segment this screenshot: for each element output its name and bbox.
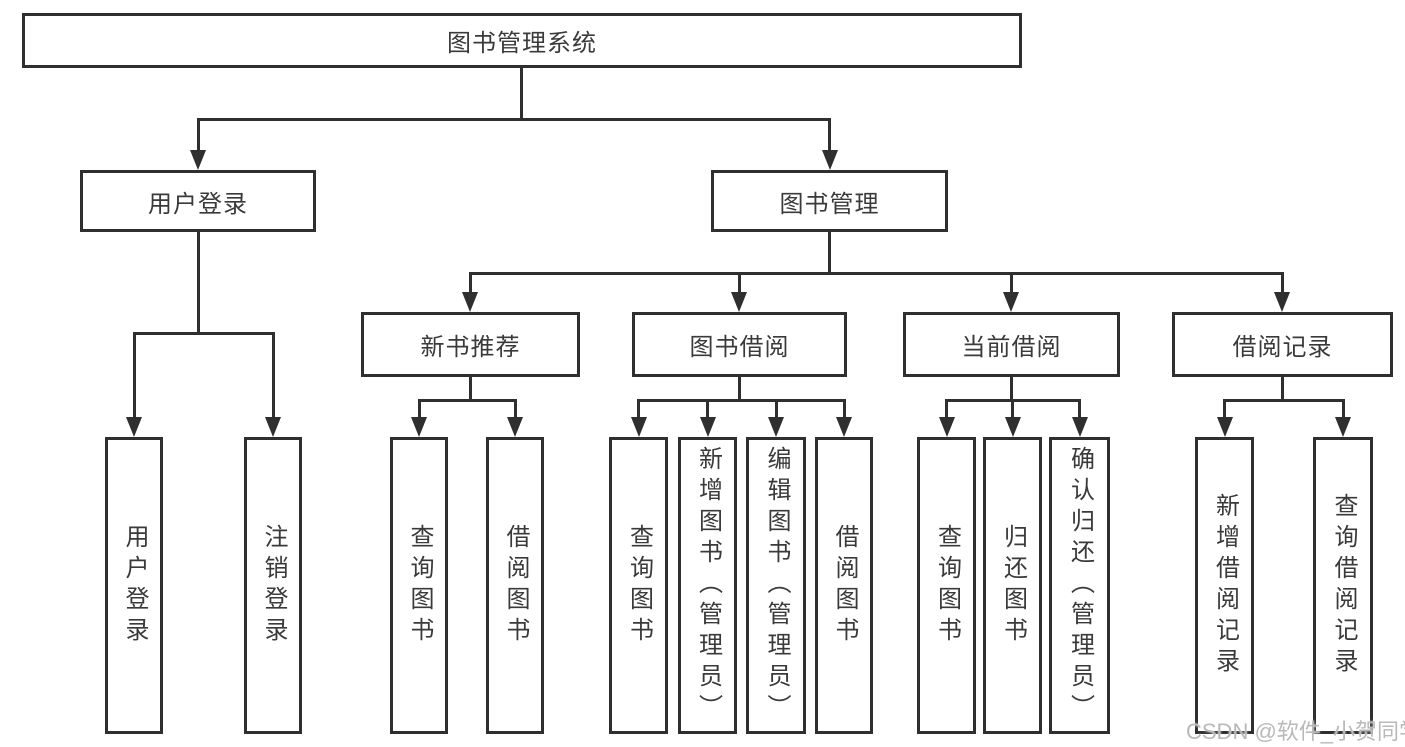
connector-arrow-shaft [843,399,846,419]
node-user-login: 用户登录 [80,170,316,232]
connector-book-borrow-crossbar [637,399,846,402]
leaf-logout-label: 注销登录 [260,523,287,648]
leaf-query-books-2: 查询图书 [609,437,668,734]
arrowhead-down [1335,417,1351,437]
leaf-borrow-books-2: 借阅图书 [815,437,873,734]
connector-user-login-crossbar [133,332,275,335]
csdn-watermark: CSDN @软件_小贺同学 [1186,719,1405,744]
connector-arrow-shaft [706,399,709,419]
arrowhead-down [631,417,647,437]
arrowhead-down [822,150,838,170]
node-book-management: 图书管理 [711,170,948,232]
leaf-confirm-return-admin: 确认归还（管理员） [1049,437,1110,734]
node-borrow-records-label: 借阅记录 [1232,334,1333,361]
connector-level1-crossbar [197,118,831,121]
leaf-return-book-label: 归还图书 [999,523,1027,648]
connector-arrow-shaft [945,399,948,419]
leaf-edit-book-admin-label: 编辑图书（管理员） [763,446,790,725]
arrowhead-down [1217,417,1233,437]
leaf-add-book-admin: 新增图书（管理员） [678,437,737,734]
connector-arrow-shaft [738,272,741,295]
arrowhead-down [700,417,716,437]
arrowhead-down [507,417,523,437]
leaf-query-borrow-record: 查询借阅记录 [1313,437,1373,734]
connector-arrow-shaft [1010,272,1013,295]
leaf-confirm-return-admin-label: 确认归还（管理员） [1066,446,1094,725]
arrowhead-down [411,417,427,437]
connector-book-management-stem [828,232,831,274]
leaf-query-books-3: 查询图书 [917,437,976,734]
node-new-book-recommend-label: 新书推荐 [420,334,521,361]
connector-arrow-shaft [828,118,831,152]
leaf-edit-book-admin: 编辑图书（管理员） [746,437,806,734]
leaf-add-book-admin-label: 新增图书（管理员） [694,446,722,725]
arrowhead-down [836,417,852,437]
leaf-return-book: 归还图书 [983,437,1042,734]
leaf-query-books-2-label: 查询图书 [625,523,653,648]
node-book-management-label: 图书管理 [779,190,880,218]
connector-root-stem [520,68,523,120]
arrowhead-down [731,292,747,312]
connector-arrow-shaft [1281,272,1284,295]
connector-arrow-shaft [272,332,275,418]
arrowhead-down [1003,292,1019,312]
leaf-borrow-books-1-label: 借阅图书 [502,523,529,648]
arrowhead-down [462,292,478,312]
node-user-login-label: 用户登录 [148,190,248,218]
node-current-borrow: 当前借阅 [903,312,1120,377]
connector-user-login-stem [197,232,200,334]
arrowhead-down [190,150,206,170]
connector-arrow-shaft [418,399,421,419]
connector-level2-crossbar [470,272,1284,275]
leaf-query-books-1: 查询图书 [390,437,448,734]
node-current-borrow-label: 当前借阅 [961,334,1062,361]
connector-arrow-shaft [469,272,472,295]
leaf-user-login: 用户登录 [105,437,163,734]
leaf-user-login-label: 用户登录 [121,523,148,648]
connector-borrow-records-crossbar [1223,399,1345,402]
connector-arrow-shaft [1011,399,1014,419]
leaf-query-borrow-record-label: 查询借阅记录 [1330,492,1357,679]
connector-arrow-shaft [775,399,778,419]
connector-book-borrow-stem [738,377,741,402]
leaf-borrow-books-1: 借阅图书 [486,437,544,734]
leaf-add-borrow-record: 新增借阅记录 [1195,437,1254,734]
arrowhead-down [768,417,784,437]
arrowhead-down [1274,292,1290,312]
arrowhead-down [1072,417,1088,437]
node-root: 图书管理系统 [22,13,1022,68]
connector-arrow-shaft [1223,399,1226,419]
node-book-borrow-label: 图书借阅 [689,334,790,361]
connector-arrow-shaft [1342,399,1345,419]
leaf-query-books-3-label: 查询图书 [933,523,961,648]
connector-arrow-shaft [133,332,136,418]
leaf-logout: 注销登录 [244,437,302,734]
connector-arrow-shaft [514,399,517,419]
node-borrow-records: 借阅记录 [1172,312,1393,377]
leaf-query-books-1-label: 查询图书 [406,523,433,648]
connector-arrow-shaft [637,399,640,419]
arrowhead-down [1005,417,1021,437]
connector-current-borrow-stem [1010,377,1013,402]
connector-new-book-crossbar [418,399,516,402]
connector-new-book-stem [469,377,472,402]
arrowhead-down [265,417,281,437]
node-root-label: 图书管理系统 [447,30,597,57]
leaf-add-borrow-record-label: 新增借阅记录 [1211,492,1239,679]
arrowhead-down [939,417,955,437]
node-new-book-recommend: 新书推荐 [361,312,580,377]
leaf-borrow-books-2-label: 借阅图书 [831,523,858,648]
connector-arrow-shaft [1078,399,1081,419]
connector-borrow-records-stem [1281,377,1284,402]
connector-arrow-shaft [197,118,200,152]
node-book-borrow: 图书借阅 [632,312,847,377]
arrowhead-down [126,417,142,437]
